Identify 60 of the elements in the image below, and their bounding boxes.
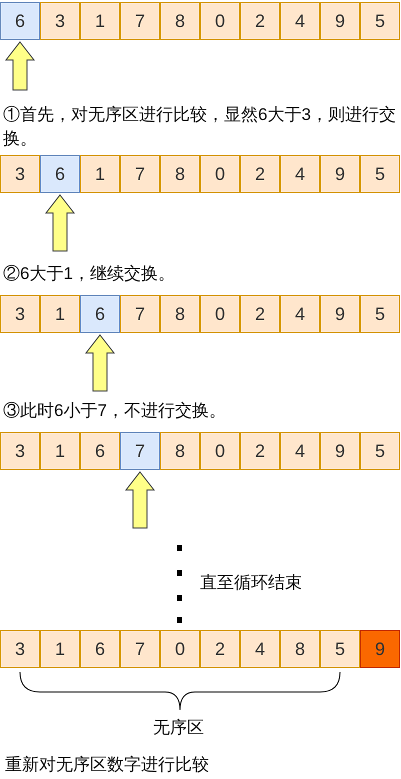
caption-text: 无序区: [153, 717, 204, 739]
array-cell: 7: [120, 295, 160, 333]
array-cell: 3: [0, 432, 40, 470]
array-cell: 3: [40, 2, 80, 40]
array-cell: 5: [320, 630, 360, 668]
block-arrow: [4, 41, 36, 90]
array-cell: 7: [120, 630, 160, 668]
array-cell: 3: [0, 630, 40, 668]
array-cell: 9: [320, 295, 360, 333]
array-cell: 8: [160, 2, 200, 40]
array-cell: 7: [120, 2, 160, 40]
array-cell: 4: [240, 630, 280, 668]
caption-text: ①首先，对无序区进行比较，显然6大于3，则进行交换。: [3, 104, 397, 150]
block-arrow: [124, 471, 156, 528]
block-arrow: [44, 194, 76, 252]
array-cell: 3: [0, 155, 40, 193]
array-cell: 6: [80, 432, 120, 470]
array-cell: 6: [0, 2, 40, 40]
array-cell: 6: [80, 630, 120, 668]
array-cell: 9: [360, 630, 400, 668]
array-cell: 7: [120, 432, 160, 470]
array-cell: 2: [240, 2, 280, 40]
array-cell: 5: [360, 155, 400, 193]
array-cell: 1: [40, 432, 80, 470]
array-cell: 1: [40, 295, 80, 333]
array-cell: 5: [360, 2, 400, 40]
array-cell: 4: [280, 432, 320, 470]
caption-text: 重新对无序区数字进行比较: [5, 754, 209, 776]
array-cell: 8: [280, 630, 320, 668]
array-cell: 1: [80, 2, 120, 40]
array-cell: 9: [320, 432, 360, 470]
block-arrow: [84, 334, 116, 392]
array-cell: 1: [40, 630, 80, 668]
array-cell: 8: [160, 432, 200, 470]
array-cell: 6: [80, 295, 120, 333]
array-cell: 2: [240, 155, 280, 193]
caption-text: ③此时6小于7，不进行交换。: [3, 400, 226, 422]
caption-text: 直至循环结束: [200, 572, 302, 594]
array-cell: 5: [360, 432, 400, 470]
array-cell: 1: [80, 155, 120, 193]
array-cell: 4: [280, 295, 320, 333]
array-cell: 2: [200, 630, 240, 668]
array-cell: 9: [320, 155, 360, 193]
array-cell: 0: [200, 2, 240, 40]
array-cell: 0: [160, 630, 200, 668]
array-cell: 8: [160, 295, 200, 333]
array-cell: 8: [160, 155, 200, 193]
array-cell: 0: [200, 155, 240, 193]
array-cell: 4: [280, 2, 320, 40]
caption-text: ②6大于1，继续交换。: [3, 263, 175, 285]
array-cell: 7: [120, 155, 160, 193]
array-cell: 2: [240, 295, 280, 333]
array-cell: 6: [40, 155, 80, 193]
array-cell: 0: [200, 295, 240, 333]
array-cell: 4: [280, 155, 320, 193]
array-cell: 0: [200, 432, 240, 470]
array-cell: 3: [0, 295, 40, 333]
array-cell: 9: [320, 2, 360, 40]
array-cell: 2: [240, 432, 280, 470]
array-cell: 5: [360, 295, 400, 333]
